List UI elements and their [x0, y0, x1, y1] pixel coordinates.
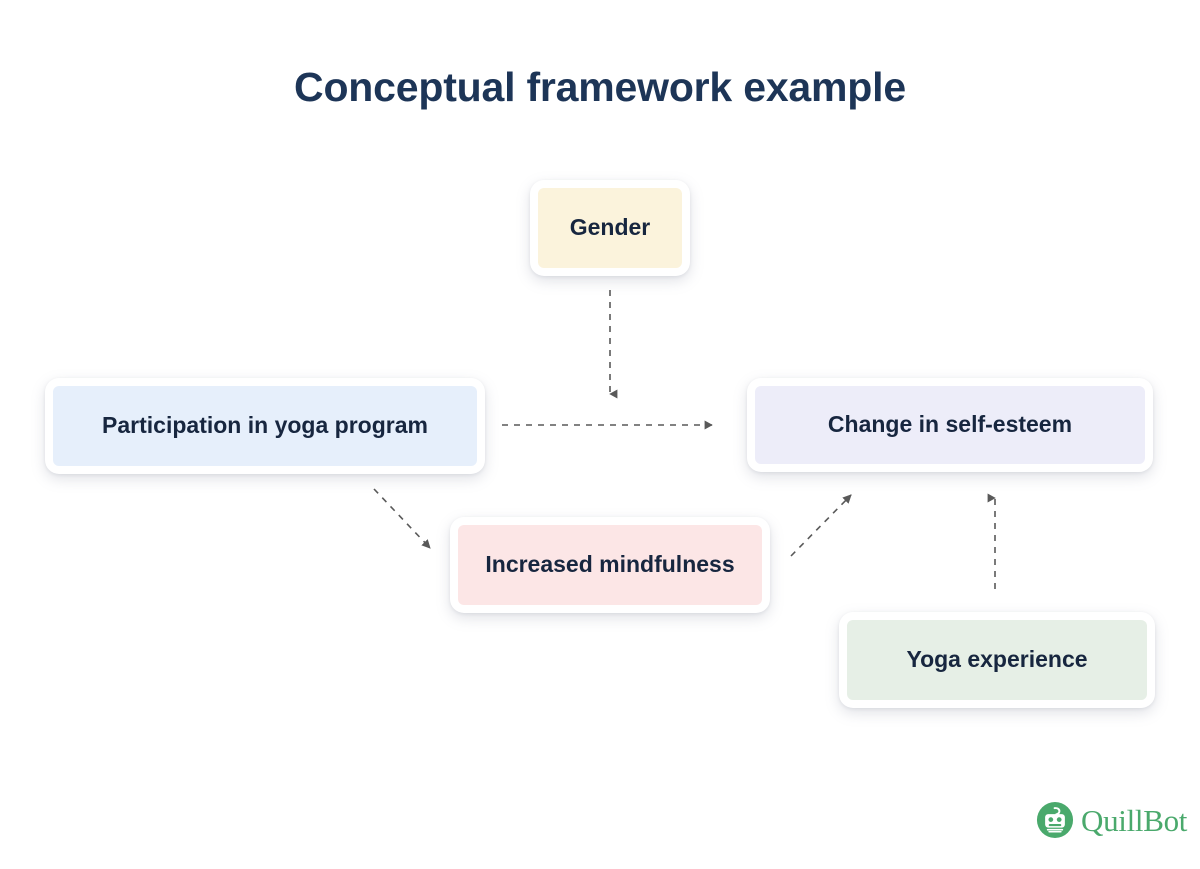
node-participation-label: Participation in yoga program — [102, 412, 428, 439]
node-gender[interactable]: Gender — [530, 180, 690, 276]
node-yoga-experience-fill: Yoga experience — [847, 620, 1147, 700]
node-self-esteem-label: Change in self-esteem — [827, 411, 1073, 438]
node-mindfulness-label: Increased mindfulness — [485, 551, 735, 578]
node-gender-fill: Gender — [538, 188, 682, 268]
quillbot-logo: QuillBot — [1036, 801, 1187, 839]
arrow-participation-to-mindfulness — [373, 488, 431, 549]
node-mindfulness[interactable]: Increased mindfulness — [450, 517, 770, 613]
node-gender-label: Gender — [569, 214, 651, 241]
node-participation-fill: Participation in yoga program — [53, 386, 477, 466]
node-yoga-experience[interactable]: Yoga experience — [839, 612, 1155, 708]
node-mindfulness-fill: Increased mindfulness — [458, 525, 762, 605]
node-self-esteem-fill: Change in self-esteem — [755, 386, 1145, 464]
quillbot-wordmark: QuillBot — [1081, 802, 1188, 838]
arrow-mindfulness-to-self-esteem — [790, 494, 852, 557]
node-participation[interactable]: Participation in yoga program — [45, 378, 485, 474]
node-self-esteem[interactable]: Change in self-esteem — [747, 378, 1153, 472]
node-yoga-experience-label: Yoga experience — [906, 646, 1088, 673]
quillbot-robot-icon — [1036, 801, 1074, 839]
page-title: Conceptual framework example — [294, 64, 906, 110]
